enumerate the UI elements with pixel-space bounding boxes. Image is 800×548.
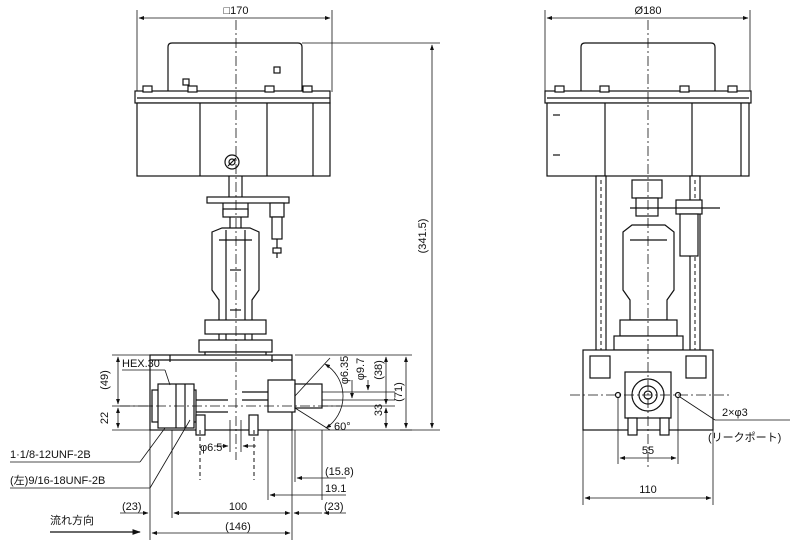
dim-6-35-label: φ6.35: [339, 356, 351, 385]
dim-146-label: (146): [225, 521, 251, 533]
dim-side-55-label: 55: [642, 445, 654, 457]
dim-23-left-label: (23): [122, 501, 142, 513]
dim-top-width-label: □170: [224, 5, 249, 17]
dim-total-height: (341.5): [302, 42, 440, 431]
side-actuator: [544, 42, 752, 177]
dim-6-5-label: φ6.5: [200, 442, 222, 454]
flow-direction-label: 流れ方向: [50, 513, 94, 527]
leak-port-count-label: 2×φ3: [722, 407, 748, 419]
dim-side-110-label: 110: [639, 484, 657, 496]
actuator-housing: [134, 42, 331, 177]
angle-60-label: 60°: [334, 421, 351, 433]
dim-100-label: 100: [229, 501, 247, 513]
dim-6-5: φ6.5: [200, 420, 256, 454]
dim-23-right-label: (23): [324, 501, 344, 513]
dim-33-label: 33: [373, 404, 385, 416]
dim-left-group: HEX.30 (49) 22: [99, 354, 171, 431]
side-yoke: [595, 175, 720, 357]
leak-port-label: (リークポート): [708, 431, 781, 444]
dim-top-width: □170: [136, 5, 333, 92]
dim-angle-60: 60°: [294, 357, 351, 433]
front-view: □170: [10, 5, 440, 540]
side-bonnet: [613, 224, 684, 351]
dim-side-55: 55: [617, 398, 679, 464]
side-view: Ø180: [544, 5, 790, 505]
valve-body: [149, 354, 323, 480]
flow-direction: 流れ方向: [50, 513, 141, 535]
dim-15-8-label: (15.8): [325, 466, 354, 478]
dim-71-label: (71): [393, 382, 405, 402]
dim-total-height-label: (341.5): [417, 219, 429, 254]
leak-port-callout: 2×φ3 (リークポート): [679, 396, 790, 444]
dim-right-group: φ6.35 φ9.7 (38) 33 (71): [292, 354, 412, 431]
dim-49-label: (49): [99, 370, 111, 390]
dim-22-label: 22: [99, 412, 111, 424]
thread-callouts: 1·1/8-12UNF-2B (左)9/16-18UNF-2B: [10, 419, 191, 489]
dim-bottom-right: (15.8) 19.1: [267, 430, 354, 500]
dim-38-label: (38): [373, 360, 385, 380]
thread-1-label: 1·1/8-12UNF-2B: [10, 449, 91, 461]
thread-2-label: (左)9/16-18UNF-2B: [10, 474, 105, 487]
dim-side-diameter-label: Ø180: [635, 5, 662, 17]
dim-19-1-label: 19.1: [325, 483, 346, 495]
dim-bottom-widths: (23) 100 (23) (146): [120, 430, 346, 540]
dim-hex-label: HEX.30: [122, 358, 160, 370]
dim-side-diameter: Ø180: [544, 5, 751, 92]
dim-9-7-label: φ9.7: [355, 358, 367, 380]
dim-side-110: 110: [582, 430, 714, 505]
bonnet: [198, 227, 273, 363]
